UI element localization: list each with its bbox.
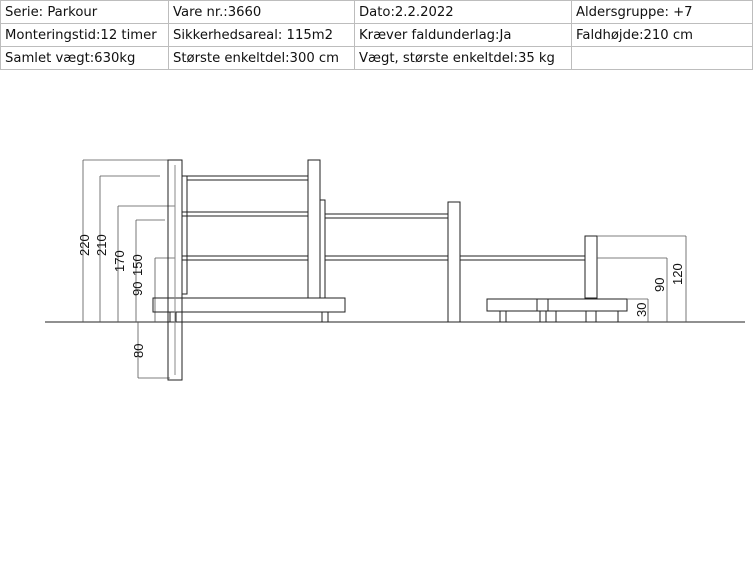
spec-table: Serie: Parkour Vare nr.:3660 Dato:2.2.20… <box>0 0 753 70</box>
spec-date: Dato:2.2.2022 <box>354 0 572 24</box>
spec-surface-required: Kræver faldunderlag:Ja <box>354 23 572 47</box>
left-dimension-lines <box>82 159 175 379</box>
platform-foot <box>595 310 619 323</box>
dim-label-90: 90 <box>130 282 145 296</box>
spec-empty-cell <box>571 46 753 70</box>
dim-label-170: 170 <box>112 250 127 272</box>
spec-fall-height: Faldhøjde:210 cm <box>571 23 753 47</box>
dim-label-210: 210 <box>94 234 109 256</box>
platform-foot <box>539 310 547 323</box>
spec-age-group: Aldersgruppe: +7 <box>571 0 753 24</box>
platform-foot <box>321 311 329 323</box>
right-post <box>584 235 598 299</box>
third-post <box>447 201 461 323</box>
dim-label-90-right: 90 <box>652 278 667 292</box>
right-dimension-lines <box>597 235 687 322</box>
middle-post <box>307 159 321 299</box>
post-bracket <box>319 199 326 299</box>
platform-foot <box>169 311 177 323</box>
platform-foot <box>499 310 507 323</box>
left-platform <box>152 297 346 313</box>
spec-item-number: Vare nr.:3660 <box>168 0 355 24</box>
dim-label-30: 30 <box>634 303 649 317</box>
dim-label-150: 150 <box>130 254 145 276</box>
dim-label-220: 220 <box>77 234 92 256</box>
post-bracket <box>181 175 188 295</box>
spec-row: Samlet vægt:630kg Største enkeltdel:300 … <box>0 46 753 70</box>
elevation-drawing: 220 210 170 150 90 80 90 120 30 <box>45 159 745 381</box>
spec-largest-part-weight: Vægt, største enkeltdel:35 kg <box>354 46 572 70</box>
platform-foot <box>555 310 587 323</box>
spec-total-weight: Samlet vægt:630kg <box>0 46 169 70</box>
right-platform <box>486 298 628 312</box>
spec-row: Monteringstid:12 timer Sikkerhedsareal: … <box>0 23 753 47</box>
spec-assembly-time: Monteringstid:12 timer <box>0 23 169 47</box>
spec-safety-area: Sikkerhedsareal: 115m2 <box>168 23 355 47</box>
dim-label-80: 80 <box>131 344 146 358</box>
spec-series: Serie: Parkour <box>0 0 169 24</box>
spec-row: Serie: Parkour Vare nr.:3660 Dato:2.2.20… <box>0 0 753 24</box>
dim-label-120: 120 <box>670 263 685 285</box>
spec-largest-part: Største enkeltdel:300 cm <box>168 46 355 70</box>
